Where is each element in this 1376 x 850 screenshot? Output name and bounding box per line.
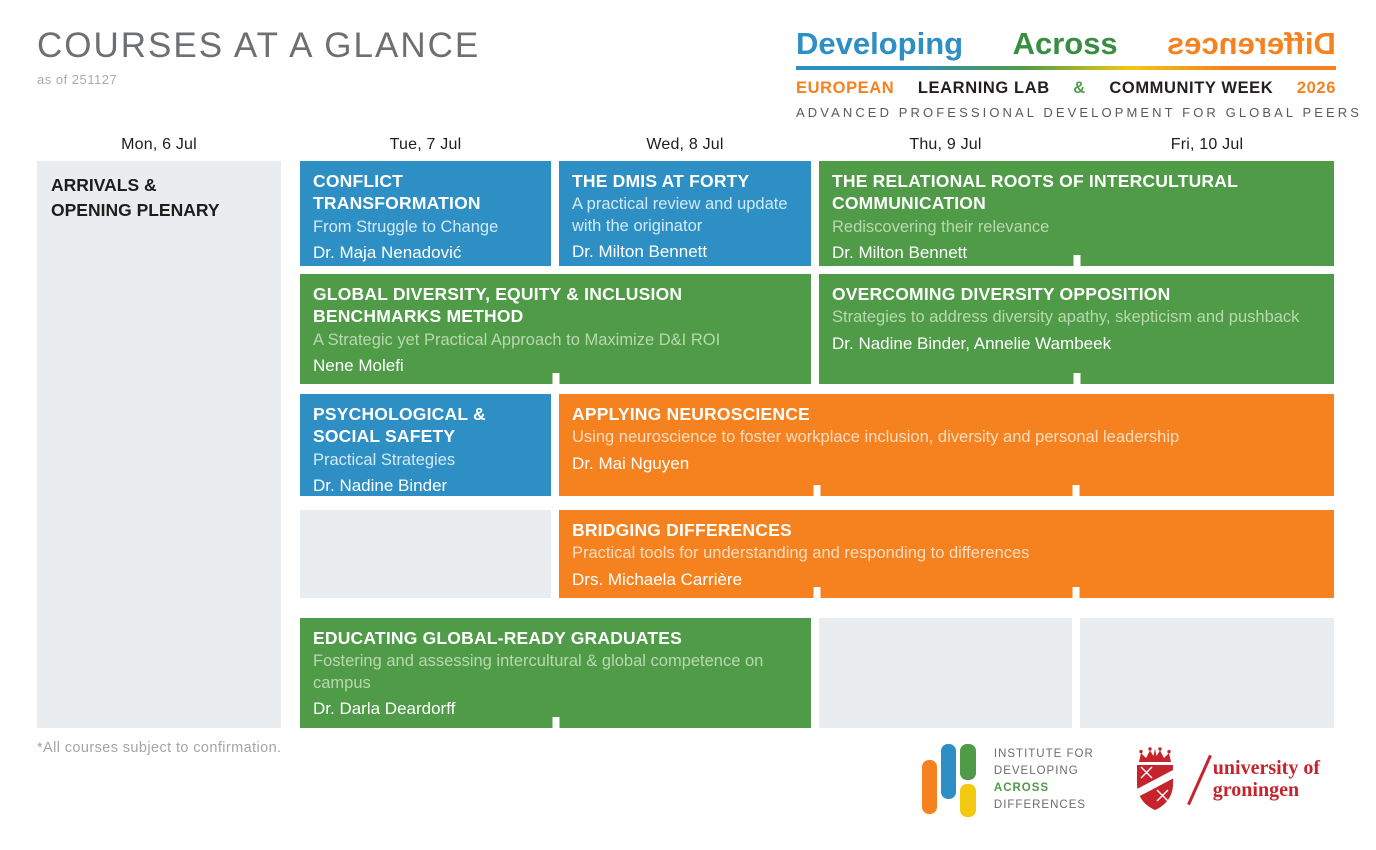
brand-logo: Developing Across Differences EUROPEAN L… xyxy=(796,26,1363,120)
day-header-3: Wed, 8 Jul xyxy=(646,136,724,153)
course-subtitle: From Struggle to Change xyxy=(313,217,499,236)
poster-footer: *All courses subject to confirmation. IN… xyxy=(0,738,1376,850)
day-header-4: Thu, 9 Jul xyxy=(909,136,982,153)
groningen-slash-icon xyxy=(1186,754,1212,806)
brand-european: EUROPEAN xyxy=(796,79,895,97)
idad-line3: ACROSS xyxy=(993,782,1050,794)
brand-word-developing: Developing xyxy=(796,26,964,61)
brand-word-across: Across xyxy=(1012,26,1118,61)
course-subtitle: Using neuroscience to foster workplace i… xyxy=(572,428,1180,447)
course-presenter: Dr. Mai Nguyen xyxy=(572,453,690,473)
course-presenter: Dr. Nadine Binder xyxy=(313,476,448,496)
course-subtitle: Strategies to address diversity apathy, … xyxy=(832,308,1300,327)
title-block: COURSES AT A GLANCE as of 251127 xyxy=(37,26,481,87)
brand-community-week: COMMUNITY WEEK xyxy=(1109,79,1274,97)
course-presenter: Dr. Maja Nenadović xyxy=(313,243,462,263)
footer-logos: INSTITUTE FOR DEVELOPING ACROSS DIFFEREN… xyxy=(921,744,1320,817)
course-card: OVERCOMING DIVERSITY OPPOSITION Strategie… xyxy=(819,274,1334,384)
brand-ampersand: & xyxy=(1073,79,1086,97)
idad-line1: INSTITUTE FOR xyxy=(993,747,1094,760)
course-presenter: Dr. Nadine Binder, Annelie Wambeek xyxy=(832,333,1112,353)
arrivals-line1: ARRIVALS & xyxy=(51,175,157,195)
idad-line4: DIFFERENCES xyxy=(993,799,1087,812)
empty-slot xyxy=(300,510,551,598)
day-header-2: Tue, 7 Jul xyxy=(389,136,462,153)
column-seam xyxy=(1073,373,1080,384)
poster-header: COURSES AT A GLANCE as of 251127 Develop… xyxy=(0,0,1376,128)
course-subtitle: Practical tools for understanding and re… xyxy=(572,544,1030,563)
day-header-1: Mon, 6 Jul xyxy=(121,136,197,153)
brand-learning-lab: LEARNING LAB xyxy=(917,79,1050,97)
brand-word-differences-mirrored: Differences xyxy=(1167,26,1336,61)
course-card: APPLYING NEUROSCIENCE Using neuroscience … xyxy=(559,394,1334,496)
course-title: GLOBAL DIVERSITY, EQUITY & INCLUSION BEN… xyxy=(313,284,683,327)
brand-wordmark: Developing Across Differences xyxy=(796,26,1336,61)
course-presenter: Dr. Darla Deardorff xyxy=(313,699,456,719)
course-card: CONFLICT TRANSFORMATION From Struggle to … xyxy=(300,161,551,266)
course-title: CONFLICT TRANSFORMATION xyxy=(313,171,481,214)
idad-line2: DEVELOPING xyxy=(993,764,1079,777)
as-of-date: as of 251127 xyxy=(37,71,118,87)
groningen-line1: university of xyxy=(1212,757,1320,780)
empty-slot xyxy=(1080,618,1334,728)
brand-gradient-bar xyxy=(796,66,1336,70)
course-title: THE DMIS AT FORTY xyxy=(572,171,750,191)
schedule-grid: ARRIVALS & OPENING PLENARY CONFLICT TRAN… xyxy=(37,161,1334,728)
course-presenter: Dr. Milton Bennett xyxy=(832,243,968,263)
arrivals-opening-plenary-block: ARRIVALS & OPENING PLENARY xyxy=(37,161,281,728)
course-presenter: Dr. Milton Bennett xyxy=(572,242,708,262)
brand-subtitle: EUROPEAN LEARNING LAB & COMMUNITY WEEK 2… xyxy=(796,79,1336,98)
university-of-groningen-logo: university of groningen xyxy=(1132,747,1320,813)
idad-bars-icon xyxy=(921,744,982,817)
page-title: COURSES AT A GLANCE xyxy=(37,26,481,65)
column-seam xyxy=(1072,587,1080,598)
idad-bar-blue xyxy=(940,744,956,799)
day-header-5: Fri, 10 Jul xyxy=(1170,136,1244,153)
groningen-wordmark: university of groningen xyxy=(1213,758,1320,801)
course-subtitle: A practical review and update with the o… xyxy=(572,195,788,235)
course-title: BRIDGING DIFFERENCES xyxy=(572,520,792,540)
arrivals-line2: OPENING PLENARY xyxy=(51,199,220,220)
day-header-row: Mon, 6 Jul Tue, 7 Jul Wed, 8 Jul Thu, 9 Jul… xyxy=(37,136,1334,154)
column-seam xyxy=(1073,255,1080,266)
brand-year: 2026 xyxy=(1296,79,1336,97)
course-card: THE DMIS AT FORTY A practical review and … xyxy=(559,161,811,266)
groningen-crest-icon xyxy=(1136,747,1173,810)
course-card: EDUCATING GLOBAL-READY GRADUATES Fosterin… xyxy=(300,618,811,728)
column-seam xyxy=(1072,485,1080,496)
course-title: APPLYING NEUROSCIENCE xyxy=(572,404,810,424)
idad-bar-orange xyxy=(921,760,937,814)
empty-slot xyxy=(819,618,1072,728)
column-seam xyxy=(552,717,559,728)
groningen-line2: groningen xyxy=(1212,779,1300,801)
idad-wordmark: INSTITUTE FOR DEVELOPING ACROSS DIFFEREN… xyxy=(994,746,1094,815)
course-subtitle: A Strategic yet Practical Approach to Ma… xyxy=(313,330,721,349)
course-subtitle: Fostering and assessing intercultural & … xyxy=(313,652,764,692)
course-card: THE RELATIONAL ROOTS OF INTERCULTURAL CO… xyxy=(819,161,1334,266)
course-card: GLOBAL DIVERSITY, EQUITY & INCLUSION BEN… xyxy=(300,274,811,384)
idad-logo: INSTITUTE FOR DEVELOPING ACROSS DIFFEREN… xyxy=(921,744,1094,817)
course-presenter: Drs. Michaela Carrière xyxy=(572,569,743,589)
idad-bar-green xyxy=(959,744,976,780)
course-title: EDUCATING GLOBAL-READY GRADUATES xyxy=(313,628,683,648)
course-title: OVERCOMING DIVERSITY OPPOSITION xyxy=(832,284,1171,304)
course-card: PSYCHOLOGICAL & SOCIAL SAFETY Practical S… xyxy=(300,394,551,496)
course-card: BRIDGING DIFFERENCES Practical tools for … xyxy=(559,510,1334,598)
course-title: PSYCHOLOGICAL & SOCIAL SAFETY xyxy=(313,404,486,447)
course-subtitle: Rediscovering their relevance xyxy=(832,217,1050,236)
course-subtitle: Practical Strategies xyxy=(313,450,456,469)
course-title: THE RELATIONAL ROOTS OF INTERCULTURAL CO… xyxy=(832,171,1238,214)
column-seam xyxy=(552,373,559,384)
column-seam xyxy=(813,587,821,598)
footnote: *All courses subject to confirmation. xyxy=(37,740,282,756)
idad-bar-yellow xyxy=(959,784,976,817)
course-presenter: Nene Molefi xyxy=(313,356,404,376)
column-seam xyxy=(813,485,821,496)
brand-tagline: ADVANCED PROFESSIONAL DEVELOPMENT FOR GL… xyxy=(796,105,1363,120)
